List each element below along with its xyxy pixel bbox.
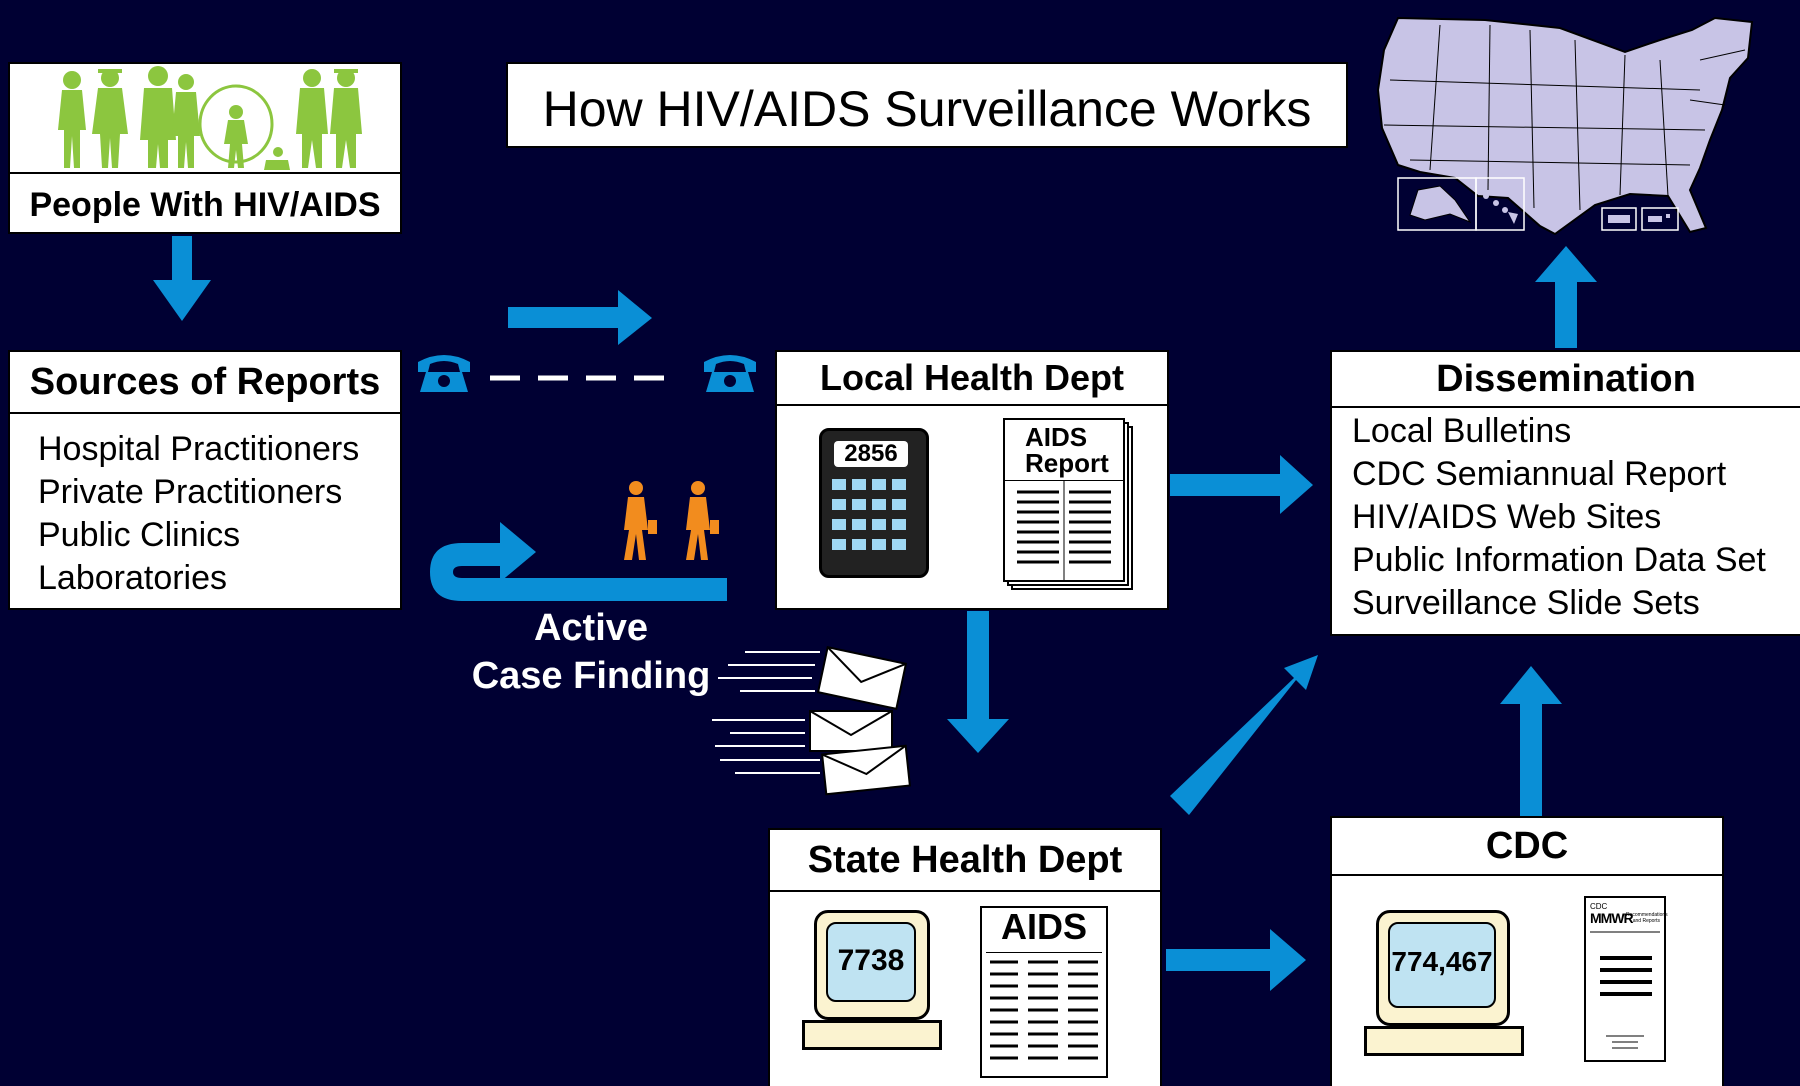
us-map-icon bbox=[1376, 16, 1754, 236]
mmwr-small-label: CDC bbox=[1590, 902, 1608, 911]
local-health-box: Local Health Dept 2856 AIDS Report bbox=[775, 350, 1169, 610]
mail-speed-lines bbox=[712, 651, 820, 774]
list-item: Laboratories bbox=[38, 559, 228, 597]
state-report-title: AIDS bbox=[1000, 906, 1087, 947]
computer-icon: 7738 bbox=[802, 910, 942, 1050]
arrow-people-to-sources bbox=[153, 236, 211, 321]
aids-report-icon: AIDS Report bbox=[1003, 418, 1133, 594]
list-item: Public Clinics bbox=[38, 516, 241, 554]
arrow-sources-to-local bbox=[508, 290, 652, 345]
list-item: HIV/AIDS Web Sites bbox=[1352, 498, 1662, 536]
list-item: Public Information Data Set bbox=[1352, 541, 1766, 579]
dissemination-box: Dissemination Local Bulletins CDC Semian… bbox=[1330, 350, 1800, 636]
sources-list: Hospital Practitioners Private Practitio… bbox=[38, 428, 359, 600]
report-title-line1: AIDS bbox=[1025, 422, 1088, 452]
sources-title: Sources of Reports bbox=[10, 352, 400, 414]
dissemination-list: Local Bulletins CDC Semiannual Report HI… bbox=[1352, 410, 1766, 625]
arrow-local-to-state bbox=[947, 611, 1009, 753]
report-title-line2: Report bbox=[1025, 448, 1109, 478]
state-health-box: State Health Dept 7738 AIDS bbox=[768, 828, 1162, 1086]
cdc-box: CDC 774,467 CDC MMWR Recommendations and… bbox=[1330, 816, 1724, 1086]
dissemination-title: Dissemination bbox=[1332, 352, 1800, 408]
people-icon bbox=[58, 66, 362, 170]
arrow-dissemination-to-map bbox=[1535, 246, 1597, 348]
people-box: People With HIV/AIDS bbox=[8, 62, 402, 234]
list-item: Private Practitioners bbox=[38, 473, 343, 511]
computer-icon: 774,467 bbox=[1364, 910, 1524, 1060]
sources-box: Sources of Reports Hospital Practitioner… bbox=[8, 350, 402, 610]
arrow-cdc-to-dissemination bbox=[1500, 666, 1562, 816]
aids-report-icon: AIDS bbox=[980, 906, 1108, 1078]
phone-icon-left bbox=[418, 355, 470, 392]
calculator-icon: 2856 bbox=[819, 428, 929, 578]
active-case-finding-arrow bbox=[430, 522, 727, 601]
active-case-finding-label: Active Case Finding bbox=[450, 604, 732, 700]
mmwr-subtitle: Recommendations and Reports bbox=[1626, 912, 1668, 924]
arrow-state-to-cdc bbox=[1166, 929, 1306, 991]
active-case-line2: Case Finding bbox=[471, 655, 711, 697]
arrow-state-to-dissemination bbox=[1170, 655, 1318, 815]
mmwr-document-icon: CDC MMWR Recommendations and Reports bbox=[1584, 896, 1668, 1062]
walkers-icon bbox=[624, 481, 719, 560]
state-health-title: State Health Dept bbox=[770, 830, 1160, 892]
computer-display: 774,467 bbox=[1391, 946, 1493, 977]
local-health-title: Local Health Dept bbox=[777, 352, 1167, 406]
cdc-title: CDC bbox=[1332, 818, 1722, 876]
calculator-display: 2856 bbox=[834, 441, 908, 467]
arrow-local-to-dissemination bbox=[1170, 455, 1313, 514]
envelopes-icon bbox=[809, 646, 911, 796]
list-item: Hospital Practitioners bbox=[38, 430, 360, 468]
mmwr-brand: MMWR bbox=[1590, 910, 1634, 926]
diagram-title: How HIV/AIDS Surveillance Works bbox=[542, 81, 1312, 137]
phone-icon-right bbox=[704, 355, 756, 392]
active-case-line1: Active bbox=[533, 607, 649, 649]
diagram-title-box: How HIV/AIDS Surveillance Works bbox=[506, 62, 1348, 148]
list-item: Surveillance Slide Sets bbox=[1352, 584, 1700, 622]
computer-display: 7738 bbox=[837, 944, 905, 977]
list-item: CDC Semiannual Report bbox=[1352, 455, 1727, 493]
list-item: Local Bulletins bbox=[1352, 412, 1572, 450]
people-label: People With HIV/AIDS bbox=[29, 186, 381, 224]
